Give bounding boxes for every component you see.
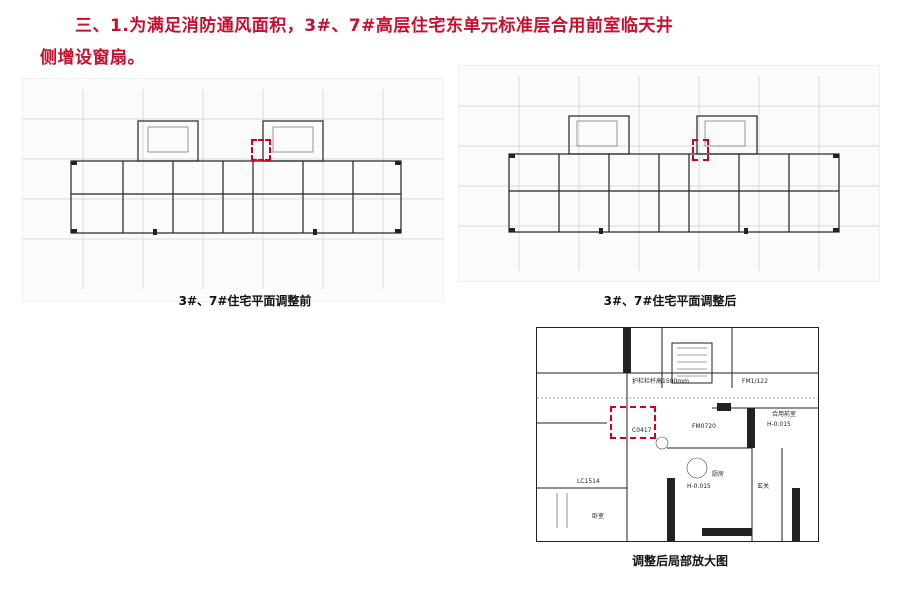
detail-room-entrance: 玄关 — [757, 482, 769, 490]
highlight-box-detail — [610, 406, 656, 439]
detail-room-kitchen: 厨房 — [712, 470, 724, 478]
floor-plan-after — [458, 65, 880, 282]
detail-room-shared-lobby: 合用前室 — [772, 410, 796, 418]
floor-plan-before-drawing — [23, 89, 443, 289]
floor-plan-after-drawing — [459, 76, 879, 271]
highlight-box-after — [692, 139, 709, 161]
detail-door-fm2: FM0720 — [692, 423, 716, 430]
detail-drawing: 护栏栏杆高1500mm FM1/122 合用前室 H-0.015 C0417 F… — [537, 328, 818, 541]
heading-line-1: 三、1.为满足消防通风面积，3#、7#高层住宅东单元标准层合用前室临天井 — [75, 16, 674, 36]
detail-elev1: H-0.015 — [767, 421, 791, 428]
caption-before: 3#、7#住宅平面调整前 — [178, 294, 312, 308]
floor-plan-before — [22, 78, 444, 302]
detail-window-lc: LC1514 — [577, 478, 600, 485]
highlight-box-before — [251, 139, 271, 161]
detail-enlargement: 护栏栏杆高1500mm FM1/122 合用前室 H-0.015 C0417 F… — [536, 327, 819, 542]
detail-window-c: C0417 — [632, 427, 652, 434]
heading-line-2: 侧增设窗扇。 — [40, 48, 145, 68]
detail-note: 护栏栏杆高1500mm — [632, 377, 689, 385]
caption-detail: 调整后局部放大图 — [631, 554, 728, 568]
detail-door-fm1: FM1/122 — [742, 378, 768, 385]
page-heading: 三、1.为满足消防通风面积，3#、7#高层住宅东单元标准层合用前室临天井 侧增设… — [40, 10, 880, 74]
detail-room-bedroom: 卧室 — [592, 512, 604, 520]
caption-after: 3#、7#住宅平面调整后 — [603, 294, 737, 308]
detail-elev2: H-0.015 — [687, 483, 711, 490]
